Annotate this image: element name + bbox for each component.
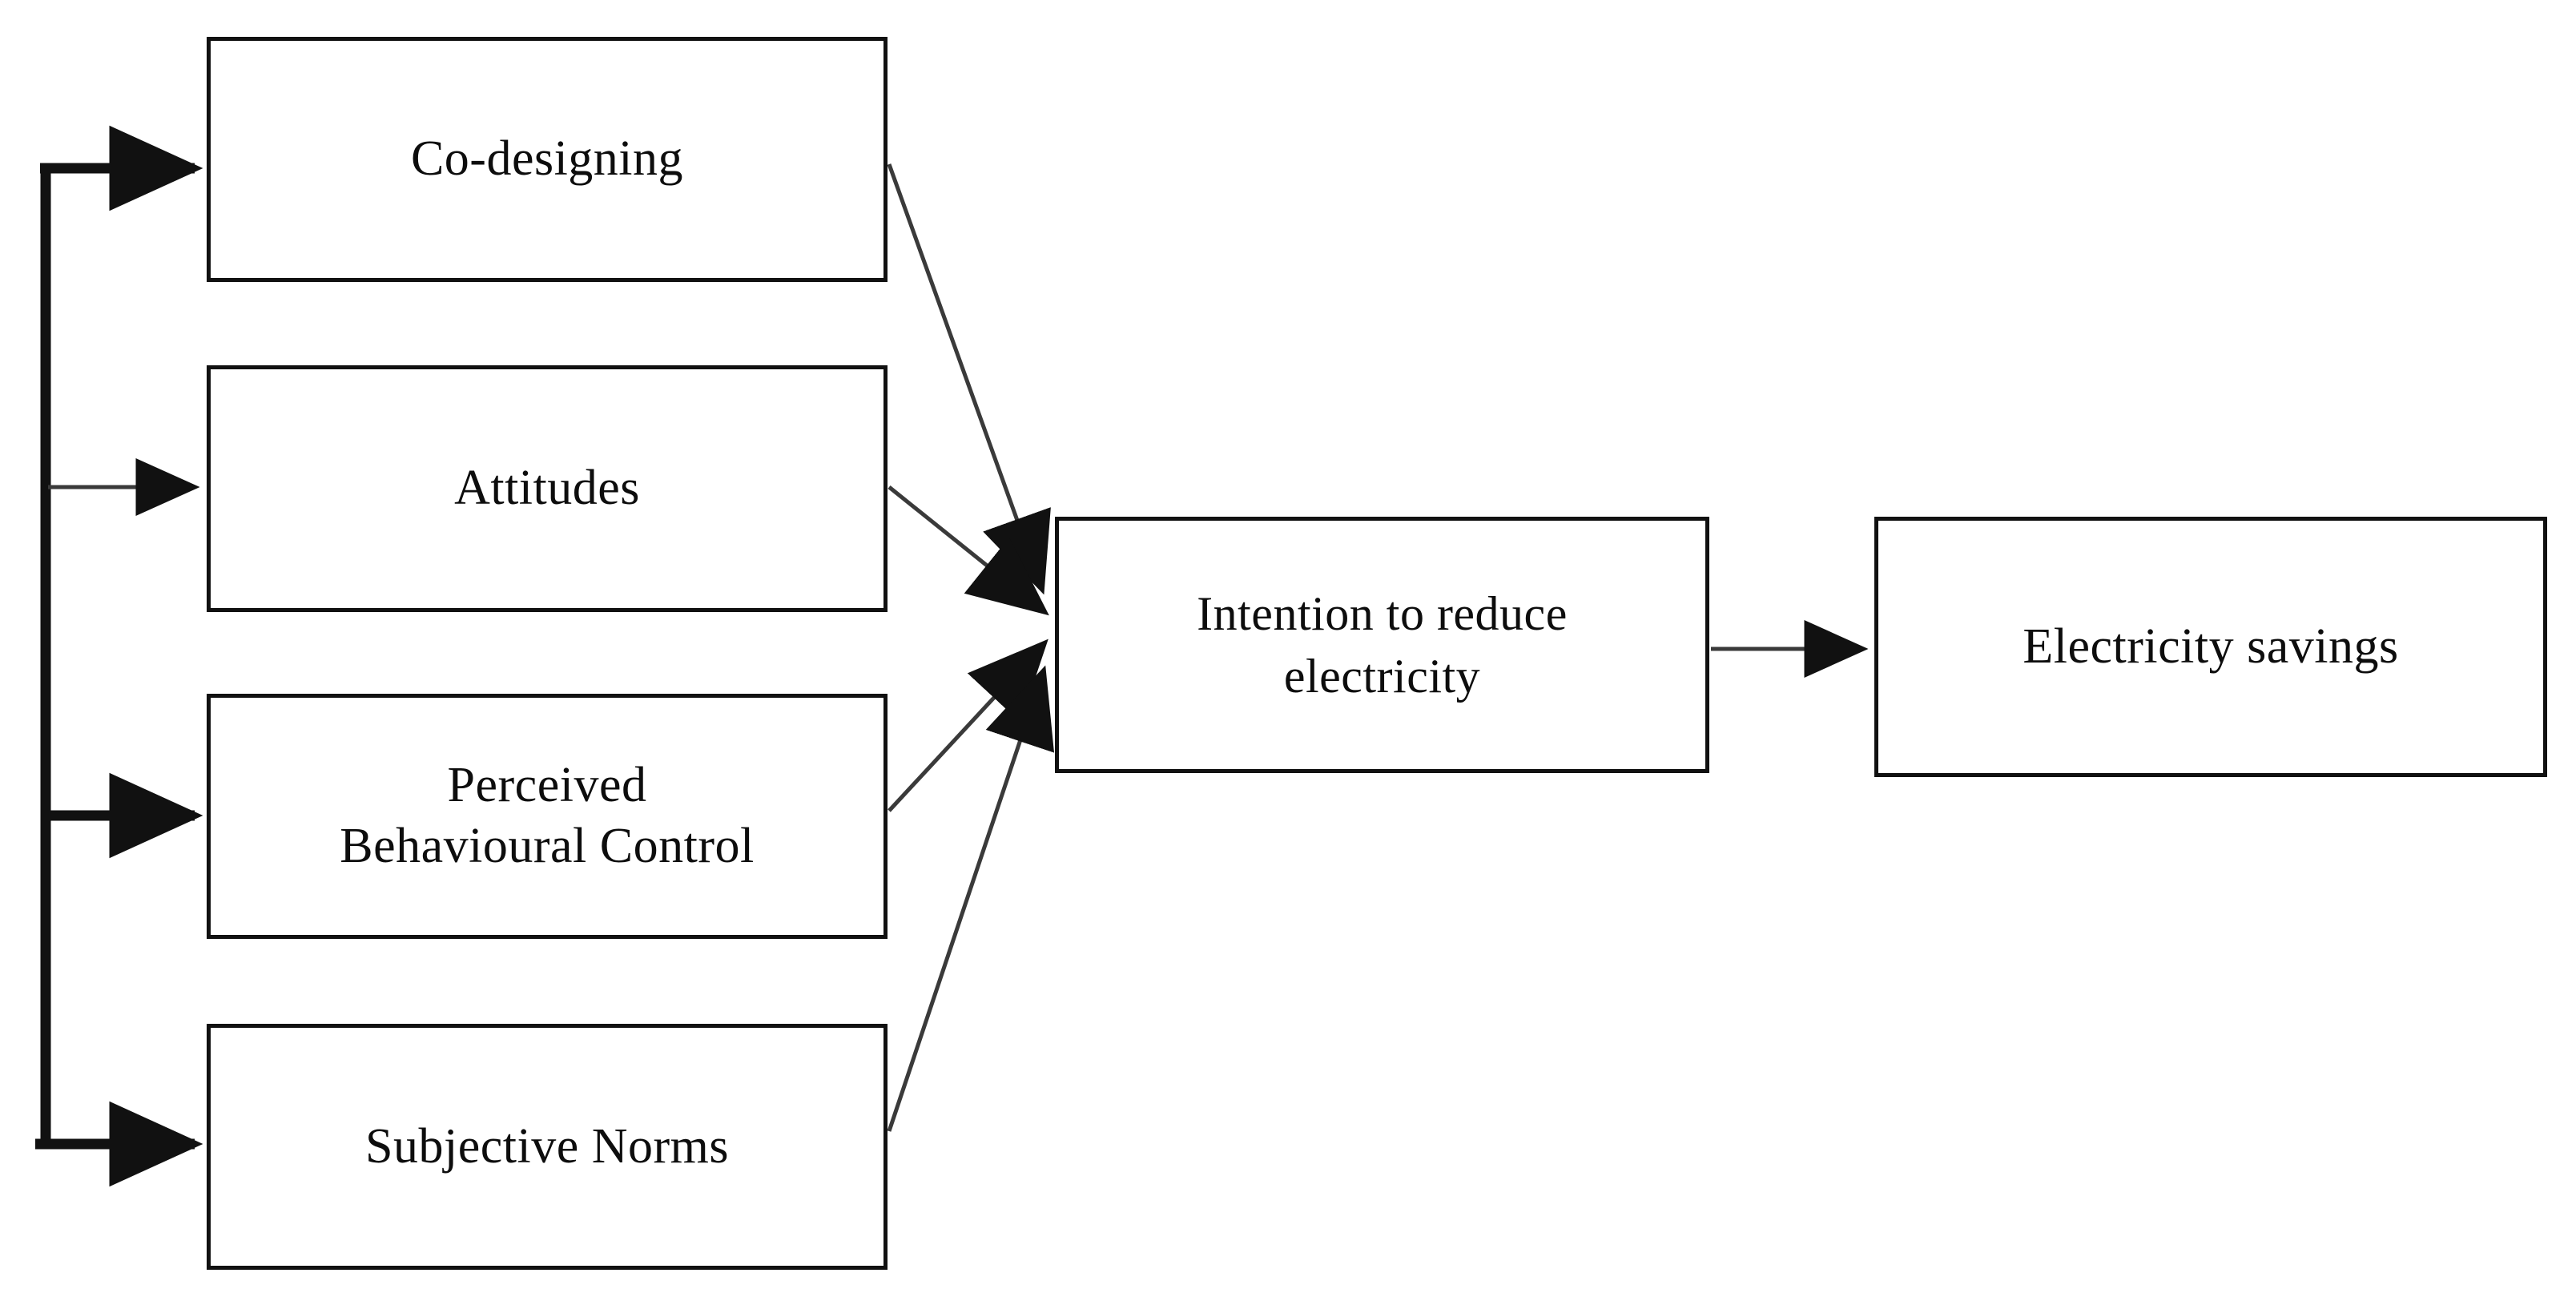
node-co-designing[interactable]: Co-designing	[207, 37, 888, 282]
node-co-designing-label: Co-designing	[410, 131, 684, 187]
node-intention-to-reduce-electricity-label: Intention to reduce electricity	[1197, 587, 1568, 703]
node-attitudes[interactable]: Attitudes	[207, 365, 888, 612]
edge-pbc-to-intention	[888, 638, 1049, 812]
edge-subjective-norms-to-intention	[887, 665, 1055, 1132]
node-electricity-savings-label: Electricity savings	[2023, 618, 2399, 674]
edge-attitudes-to-intention	[888, 485, 1049, 616]
node-intention-to-reduce-electricity[interactable]: Intention to reduce electricity	[1055, 517, 1709, 773]
node-electricity-savings[interactable]: Electricity savings	[1874, 517, 2547, 777]
node-subjective-norms[interactable]: Subjective Norms	[207, 1024, 888, 1270]
node-perceived-behavioural-control[interactable]: Perceived Behavioural Control	[207, 694, 888, 939]
node-subjective-norms-label: Subjective Norms	[365, 1118, 729, 1174]
node-perceived-behavioural-control-label: Perceived Behavioural Control	[340, 758, 755, 873]
edge-co-designing-to-intention	[887, 163, 1051, 595]
node-attitudes-label: Attitudes	[454, 461, 640, 516]
